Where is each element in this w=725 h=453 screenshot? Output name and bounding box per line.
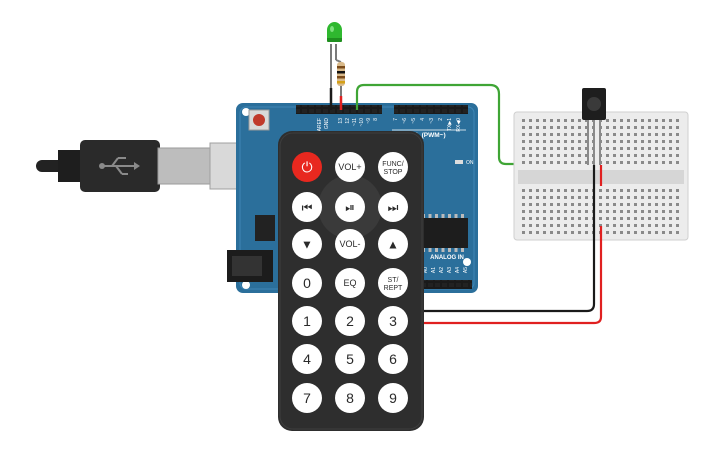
digit-4-button[interactable]: 4 <box>292 344 322 374</box>
remote-button-label: 6 <box>389 351 397 367</box>
st-rept-button[interactable]: ST/REPT <box>378 268 408 298</box>
pin-label-gnd: GND <box>324 118 330 130</box>
remote-button-label: 9 <box>389 390 397 406</box>
resistor[interactable] <box>335 59 345 108</box>
prev-button[interactable]: ⏮ <box>292 192 322 222</box>
remote-button-label: ▲ <box>387 237 399 251</box>
remote-button-label: ⏭ <box>388 200 399 214</box>
pin-label-aref: AREF <box>317 118 323 131</box>
ir-remote[interactable]: ⏻ VOL+ FUNC/STOP ⏮ ⏯ ⏭ ▼ VOL- ▲ 0 EQ ST/REPT 1 2 3 4 5 6 7… <box>278 131 424 431</box>
digit-0-button[interactable]: 0 <box>292 268 322 298</box>
remote-button-label: ⏮ <box>302 200 313 214</box>
pin-label: ~6 <box>402 118 408 124</box>
usb-trident-icon <box>99 157 140 175</box>
power-icon: ⏻ <box>301 159 312 175</box>
func-stop-button[interactable]: FUNC/STOP <box>378 152 408 182</box>
remote-button-label: 2 <box>346 313 354 329</box>
digit-6-button[interactable]: 6 <box>378 344 408 374</box>
power-button[interactable]: ⏻ <box>292 152 322 182</box>
analog-pin-label: A3 <box>447 267 453 273</box>
play-pause-button[interactable]: ⏯ <box>335 192 365 222</box>
remote-button-label: 7 <box>303 390 311 406</box>
down-button[interactable]: ▼ <box>292 229 322 259</box>
wire-power-black <box>420 165 596 313</box>
remote-button-label: EQ <box>343 278 356 288</box>
on-label: ON <box>466 160 474 166</box>
pin-label: RX◀0 <box>456 118 462 132</box>
analog-pin-label: A1 <box>431 267 437 273</box>
pin-label: 12 <box>345 118 351 124</box>
remote-button-label: 3 <box>389 313 397 329</box>
digit-8-button[interactable]: 8 <box>335 383 365 413</box>
vol-down-button[interactable]: VOL- <box>335 229 365 259</box>
wire-signal-green <box>355 83 590 166</box>
digit-2-button[interactable]: 2 <box>335 306 365 336</box>
remote-button-label: VOL+ <box>338 162 361 172</box>
ir-receiver[interactable] <box>582 88 606 165</box>
analog-pin-label: A4 <box>455 267 461 273</box>
digit-5-button[interactable]: 5 <box>335 344 365 374</box>
remote-button-label: 4 <box>303 351 311 367</box>
remote-button-label: REPT <box>384 285 403 292</box>
pin-label: 4 <box>420 118 426 121</box>
pin-label: TX▶1 <box>447 118 453 131</box>
pin-label: 8 <box>373 118 379 121</box>
digit-3-button[interactable]: 3 <box>378 306 408 336</box>
eq-button[interactable]: EQ <box>335 268 365 298</box>
analog-pin-label: A0 <box>423 267 429 273</box>
digit-1-button[interactable]: 1 <box>292 306 322 336</box>
remote-button-label: 0 <box>303 275 311 291</box>
digit-7-button[interactable]: 7 <box>292 383 322 413</box>
remote-button-label: 1 <box>303 313 311 329</box>
pin-label: ~10 <box>359 118 365 127</box>
pin-label: ~9 <box>366 118 372 124</box>
remote-button-label: 8 <box>346 390 354 406</box>
remote-button-label: VOL- <box>339 239 360 249</box>
analog-pin-label: A2 <box>439 267 445 273</box>
pin-label: 7 <box>393 118 399 121</box>
analog-pin-label: A5 <box>463 267 469 273</box>
pin-label: ~5 <box>411 118 417 124</box>
remote-button-label: 5 <box>346 351 354 367</box>
microcontroller-chip <box>420 218 468 248</box>
analog-label: ANALOG IN <box>430 255 464 261</box>
reset-button[interactable] <box>253 114 265 126</box>
digit-9-button[interactable]: 9 <box>378 383 408 413</box>
pin-label: 13 <box>338 118 344 124</box>
remote-button-label: FUNC/ <box>382 161 403 168</box>
wire-power-red <box>420 226 603 325</box>
on-led <box>455 160 463 164</box>
pin-label: ~3 <box>429 118 435 124</box>
next-button[interactable]: ⏭ <box>378 192 408 222</box>
pin-label: ~11 <box>352 118 358 126</box>
remote-button-label: ▼ <box>301 237 313 251</box>
remote-button-label: STOP <box>384 169 403 176</box>
remote-button-label: ST/ <box>388 277 399 284</box>
pin-label: 2 <box>438 118 444 121</box>
up-button[interactable]: ▲ <box>378 229 408 259</box>
vol-up-button[interactable]: VOL+ <box>335 152 365 182</box>
remote-button-label: ⏯ <box>345 200 355 214</box>
